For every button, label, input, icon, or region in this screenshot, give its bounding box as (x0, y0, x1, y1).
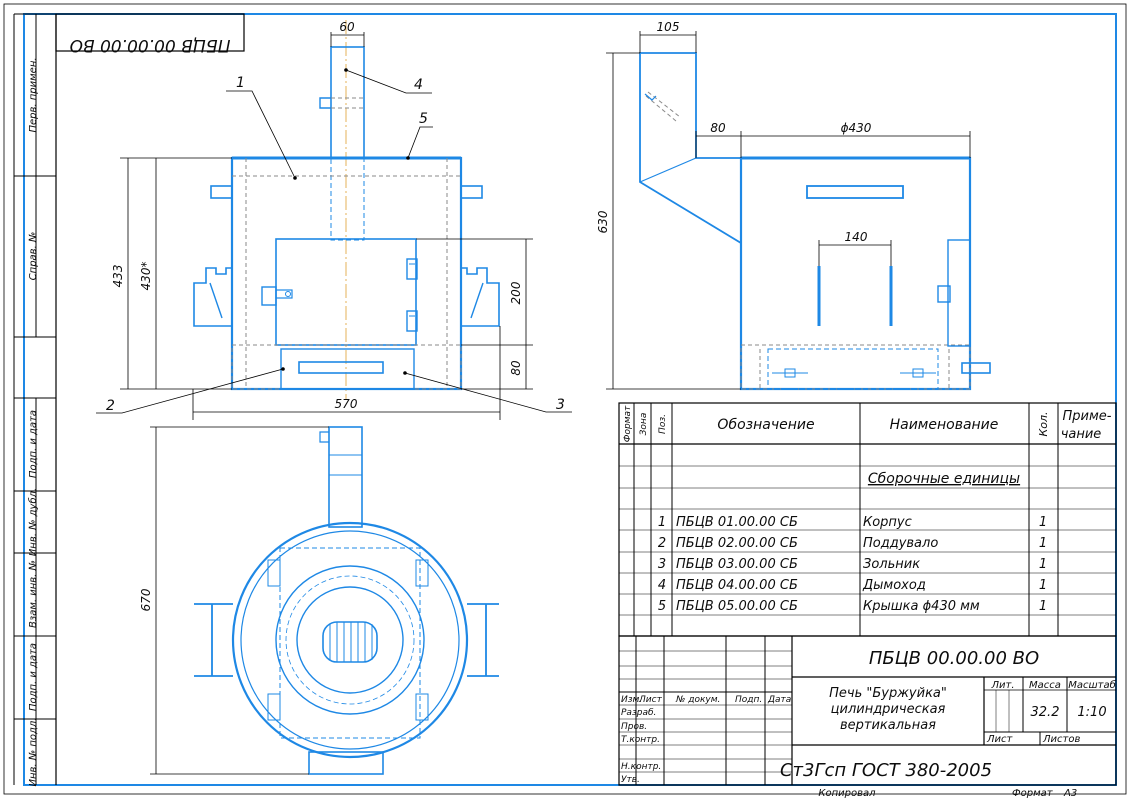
mirrored-code-box (55, 13, 245, 52)
top-view-dimensions: 670 (139, 426, 329, 775)
header-qty: Кол. (1037, 411, 1050, 436)
row-3-pos: 3 (658, 557, 666, 572)
dim-80-side: 80 (509, 360, 523, 376)
side-view (639, 52, 991, 391)
top-view (194, 426, 499, 775)
callout-3: 3 (556, 397, 565, 413)
row-2-qty: 1 (1039, 536, 1047, 551)
header-note-1: Приме- (1063, 409, 1112, 424)
dim-200: 200 (509, 281, 523, 304)
mirrored-code: ПБЦВ 00.00.00 ВО (70, 35, 231, 55)
dim-433: 433 (111, 265, 125, 288)
row-5-name: Крышка ϕ430 мм (863, 599, 980, 614)
row-5-qty: 1 (1039, 599, 1047, 614)
row-4-pos: 4 (658, 578, 666, 593)
scale-label: Масштаб (1068, 679, 1116, 691)
row-2-designation: ПБЦВ 02.00.00 СБ (676, 536, 798, 551)
row-5-designation: ПБЦВ 05.00.00 СБ (676, 599, 798, 614)
mass-value: 32.2 (1031, 705, 1060, 720)
mass-label: Масса (1029, 680, 1061, 691)
role-tech-control: Т.контр. (621, 735, 660, 745)
sheet-label: Лист (986, 734, 1014, 745)
col-date: Дата (767, 695, 791, 705)
row-2-pos: 2 (658, 536, 666, 551)
callout-5: 5 (419, 111, 428, 127)
row-1-name: Корпус (863, 515, 912, 530)
row-5-pos: 5 (658, 599, 666, 614)
row-2-name: Поддувало (863, 536, 938, 551)
dim-105: 105 (657, 20, 680, 34)
side-view-dimensions: 105 80 ϕ430 140 630 (596, 20, 971, 390)
side-label-repl-inv: Взам. инв. № (28, 560, 39, 628)
row-4-qty: 1 (1039, 578, 1047, 593)
row-1-pos: 1 (658, 515, 666, 530)
col-sign: Подп. (735, 695, 762, 705)
dim-570: 570 (335, 397, 358, 411)
header-name: Наименование (890, 417, 999, 433)
header-note-2: чание (1061, 427, 1102, 442)
col-izm: Изм. (621, 695, 642, 705)
scale-value: 1:10 (1077, 705, 1106, 720)
format-label: Формат (1012, 788, 1054, 799)
format-value: А3 (1063, 788, 1077, 799)
header-designation: Обозначение (717, 417, 814, 433)
title-block: Изм. Лист № докум. Подп. Дата Разраб. Пр… (618, 635, 1117, 786)
drawing-frame (23, 13, 1117, 786)
side-label-sign-date-2: Подп. и дата (28, 643, 39, 711)
dim-630: 630 (596, 210, 610, 233)
title-line-3: вертикальная (840, 718, 936, 733)
title-line-1: Печь "Буржуйка" (829, 686, 947, 701)
dim-430-star: 430* (139, 262, 153, 291)
title-line-2: цилиндрическая (831, 702, 946, 717)
material: Ст3Гсп ГОСТ 380-2005 (780, 760, 992, 781)
title-code: ПБЦВ 00.00.00 ВО (869, 648, 1039, 669)
specification-table: Формат Зона Поз. Обозначение Наименовани… (618, 402, 1117, 637)
dim-140: 140 (845, 230, 868, 244)
lit-label: Лит. (990, 680, 1014, 691)
footer: Копировал Формат А3 (818, 788, 1077, 799)
side-label-sign-date-1: Подп. и дата (28, 410, 39, 478)
side-label-first-use: Перв. примен. (28, 57, 39, 132)
row-4-designation: ПБЦВ 04.00.00 СБ (676, 578, 798, 593)
role-developer: Разраб. (621, 708, 656, 718)
role-norm-control: Н.контр. (621, 762, 661, 772)
row-4-name: Дымоход (862, 578, 926, 593)
copied-label: Копировал (818, 788, 876, 799)
row-1-designation: ПБЦВ 01.00.00 СБ (676, 515, 798, 530)
dim-80-top: 80 (710, 121, 726, 135)
front-view (193, 20, 500, 400)
role-approved: Утв. (621, 775, 640, 785)
header-format: Формат (623, 405, 633, 442)
side-label-dup-inv: Инв. № дубл. (27, 488, 39, 556)
callout-4: 4 (414, 77, 423, 93)
callout-1: 1 (236, 75, 245, 91)
row-3-qty: 1 (1039, 557, 1047, 572)
front-view-dimensions: 60 433 430* 200 80 570 (111, 20, 533, 420)
header-pos: Поз. (658, 414, 668, 434)
dim-60: 60 (339, 20, 355, 34)
callout-2: 2 (106, 398, 115, 414)
left-strip: Перв. примен. Справ. № Подп. и дата Инв.… (13, 13, 57, 787)
col-doc: № докум. (675, 695, 720, 705)
role-checker: Пров. (621, 722, 647, 732)
side-label-ref-no: Справ. № (28, 232, 39, 281)
col-list: Лист (638, 695, 663, 705)
section-assembly-units: Сборочные единицы (868, 471, 1020, 487)
callouts: 1 2 3 4 5 (96, 68, 572, 414)
row-3-name: Зольник (863, 557, 920, 572)
dim-670: 670 (139, 588, 153, 611)
row-3-designation: ПБЦВ 03.00.00 СБ (676, 557, 798, 572)
header-zone: Зона (639, 413, 649, 436)
sheet-border (3, 3, 1127, 795)
row-1-qty: 1 (1039, 515, 1047, 530)
side-label-orig-inv: Инв. № подл. (28, 718, 39, 787)
sheets-label: Листов (1042, 734, 1080, 745)
dim-430-diameter: ϕ430 (841, 121, 872, 135)
